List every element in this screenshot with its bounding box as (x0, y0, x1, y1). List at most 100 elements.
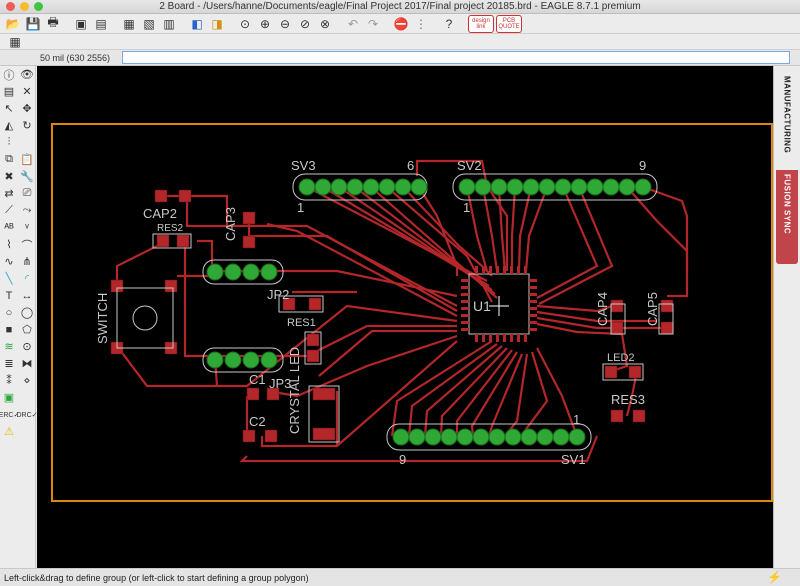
jp3-header[interactable] (202, 347, 284, 373)
smash-icon[interactable]: ⎚ (22, 187, 32, 199)
pcb-quote-icon[interactable]: PCB QUOTE (496, 14, 522, 33)
fanout-icon[interactable]: ⋔ (22, 256, 32, 268)
mirror-icon[interactable]: ◭ (4, 120, 14, 132)
label-sv3: SV3 (291, 158, 316, 173)
sch-icon[interactable]: ▥ (163, 16, 175, 31)
main-toolbar: 📂 💾 🖶 ▣ ▤ ▦ ▧ ▥ ◧ ◨ ⊙ ⊕ ⊖ ⊘ ⊗ ↶ ↷ ⛔ ⋮ ? … (0, 14, 800, 34)
jp2-header[interactable] (202, 259, 284, 285)
silkscreen (116, 233, 674, 443)
sv1-header[interactable] (386, 423, 592, 451)
scr-icon[interactable]: ◨ (211, 16, 223, 31)
zoom-window-button[interactable] (34, 2, 43, 11)
blank-b (18, 389, 36, 406)
dimension-icon[interactable]: ↔ (21, 289, 33, 302)
label-c1: C1 (249, 372, 266, 387)
delete-icon[interactable]: ✖ (4, 171, 14, 183)
sv2-header[interactable] (452, 173, 658, 201)
value-icon[interactable]: ᵛ (25, 221, 29, 234)
label-jp3: JP3 (269, 376, 291, 391)
grid-icon[interactable]: ▦ (9, 34, 21, 49)
meander-icon[interactable]: ∿ (4, 256, 14, 268)
rect-icon[interactable]: ■ (5, 323, 13, 336)
print-icon[interactable]: 🖶 (47, 15, 59, 29)
tab-manufacturing[interactable]: MANUFACTURING (776, 72, 798, 170)
open-icon[interactable]: 📂 (5, 16, 21, 31)
label-res1: RES1 (287, 317, 316, 329)
info-icon[interactable]: ⓘ (3, 69, 15, 82)
hole-icon[interactable]: ◯ (20, 307, 34, 319)
attribute-icon[interactable]: ≣ (4, 358, 14, 370)
display-layers-icon[interactable]: ▤ (3, 86, 15, 98)
split-icon[interactable]: ⟋ (5, 204, 13, 216)
route-icon[interactable]: ⌇ (6, 239, 12, 251)
label-cap3: CAP3 (223, 207, 238, 241)
u1-chip[interactable] (461, 266, 537, 342)
replace-icon[interactable]: ⇄ (4, 188, 14, 200)
fusion-sync-label: FUSION SYNC (782, 174, 792, 235)
show-icon[interactable]: 👁 (20, 69, 34, 81)
board-icon[interactable]: ▦ (123, 16, 135, 31)
label-sv2-1: 1 (463, 200, 470, 215)
board-labels: SV3 6 1 SV2 9 1 SV1 9 1 CAP2 RES2 CAP3 S… (95, 158, 660, 467)
layers-icon[interactable]: ≋ (4, 341, 14, 353)
lightning-icon: ⚡ (767, 570, 782, 584)
polygon-icon[interactable]: ⬠ (22, 324, 32, 336)
optimize-icon[interactable]: ⤳ (22, 204, 32, 216)
pinswap-icon[interactable]: ⧓ (21, 358, 33, 370)
name-icon[interactable]: ᴬᴮ (4, 221, 14, 234)
erc-icon[interactable]: ERC✓ (0, 411, 20, 419)
tool-palette: ⓘ 👁 ▤ ✕ ↖ ✥ ◭ ↻ ⫶ ⧉ 📋 ✖ 🔧 ⇄ ⎚ ⟋ ⤳ ᴬᴮ ᵛ ⌇… (0, 66, 38, 568)
label-jp2: JP2 (267, 287, 289, 302)
pdf-icon[interactable]: ▤ (95, 16, 107, 31)
window-controls (6, 2, 43, 11)
align-icon[interactable]: ⫶ (7, 136, 11, 148)
text-icon[interactable]: T (5, 289, 13, 302)
ripup-icon[interactable]: ⌒ (21, 239, 33, 252)
move-icon[interactable]: ✥ (22, 103, 32, 115)
help-icon[interactable]: ? (445, 16, 453, 31)
mark-icon[interactable]: ✕ (22, 86, 32, 98)
warning-icon[interactable]: ⚠ (4, 426, 14, 438)
sv3-header[interactable] (292, 173, 428, 201)
circle-icon[interactable]: ○ (5, 306, 13, 319)
ulp-icon[interactable]: ◧ (191, 16, 203, 31)
tab-fusion-sync[interactable]: FUSION SYNC (776, 170, 798, 264)
save-icon[interactable]: 💾 (25, 16, 41, 31)
paste-icon[interactable]: 📋 (20, 154, 34, 166)
go-icon[interactable]: ⋮ (415, 16, 427, 31)
copy-icon[interactable]: ⧉ (5, 153, 13, 165)
autoroute-icon[interactable]: ⋄ (23, 375, 31, 387)
pcb-drawing[interactable]: SV3 6 1 SV2 9 1 SV1 9 1 CAP2 RES2 CAP3 S… (37, 66, 773, 568)
smd-pads[interactable] (110, 189, 674, 443)
line-icon[interactable]: ╲ (5, 273, 13, 285)
label-u1: U1 (473, 298, 491, 314)
via-icon[interactable]: ⊙ (22, 341, 32, 353)
stop-icon[interactable]: ⛔ (393, 16, 409, 31)
label-sv2: SV2 (457, 158, 482, 173)
ratsnest-icon[interactable]: ⁑ (6, 375, 12, 387)
drc-icon[interactable]: DRC✓ (16, 411, 38, 419)
command-input[interactable] (122, 51, 790, 64)
close-window-button[interactable] (6, 2, 15, 11)
label-sv1-9: 9 (399, 452, 406, 467)
designlink-icon[interactable]: design link (468, 14, 494, 33)
zoom-in-icon[interactable]: ⊕ (259, 16, 271, 31)
traces (115, 159, 689, 463)
zoom-out-icon[interactable]: ⊖ (279, 16, 291, 31)
signal-icon[interactable]: ▣ (3, 392, 15, 404)
title-bar: 2 Board - /Users/hanne/Documents/eagle/F… (0, 0, 800, 14)
arc-icon[interactable]: ◜ (24, 273, 30, 285)
select-icon[interactable]: ↖ (4, 103, 14, 115)
zoom-prev-icon[interactable]: ⊘ (299, 16, 311, 31)
rotate-icon[interactable]: ↻ (22, 120, 32, 132)
status-bar: Left-click&drag to define group (or left… (0, 568, 800, 586)
undo-icon[interactable]: ↶ (347, 16, 359, 31)
zoom-area-icon[interactable]: ⊗ (319, 16, 331, 31)
cam-icon[interactable]: ▣ (75, 16, 87, 31)
minimize-window-button[interactable] (20, 2, 29, 11)
board-canvas[interactable]: SV3 6 1 SV2 9 1 SV1 9 1 CAP2 RES2 CAP3 S… (37, 66, 773, 568)
zoom-fit-icon[interactable]: ⊙ (239, 16, 251, 31)
redo-icon[interactable]: ↷ (367, 16, 379, 31)
schematic-icon[interactable]: ▧ (143, 16, 155, 31)
wrench-icon[interactable]: 🔧 (20, 171, 34, 183)
